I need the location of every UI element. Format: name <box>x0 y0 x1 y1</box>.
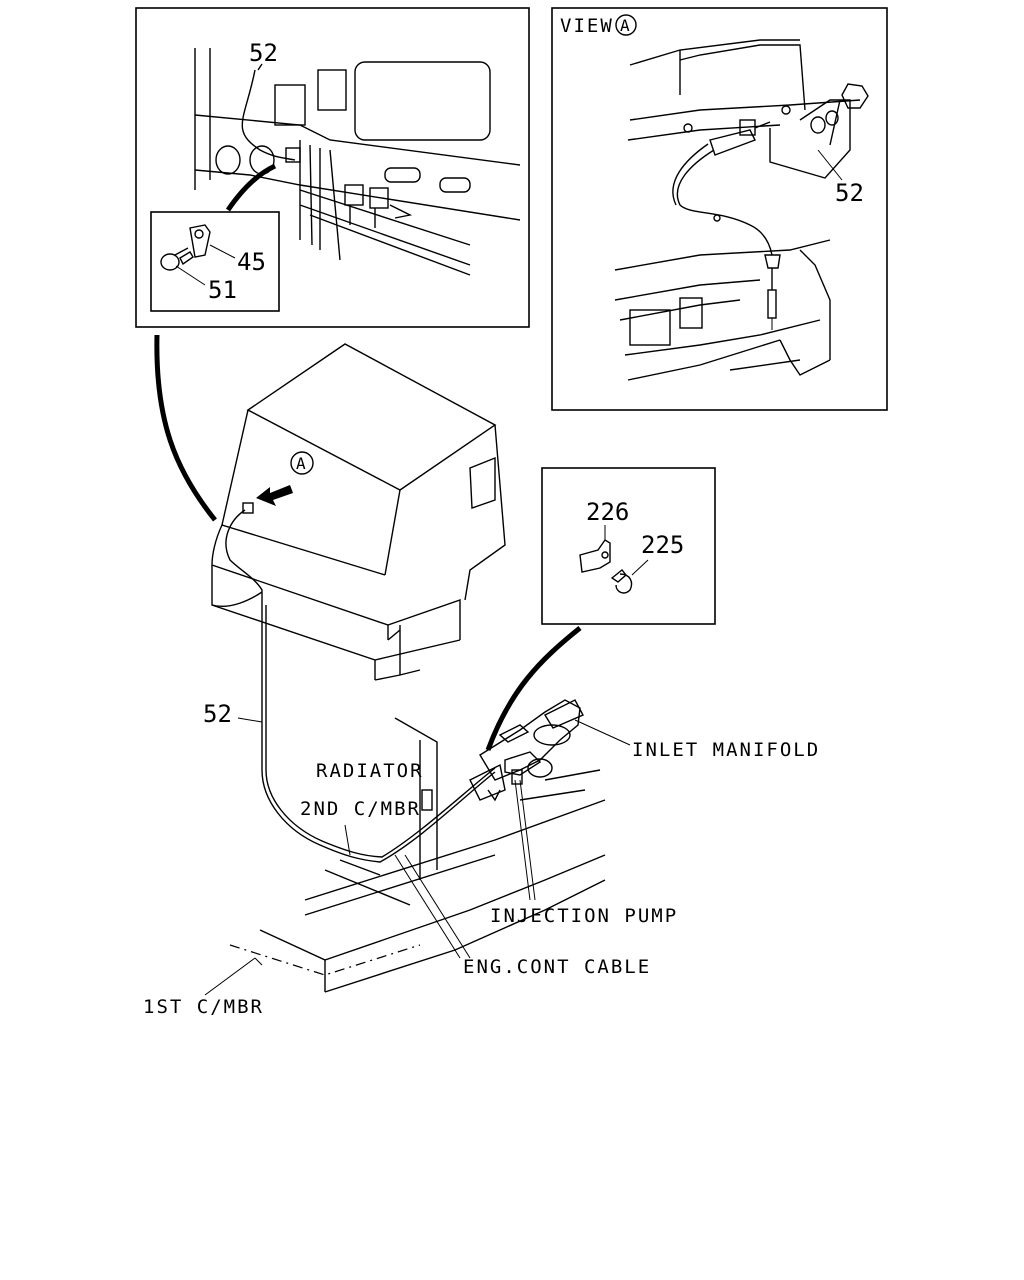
cab-drawing: A <box>211 343 506 681</box>
inset-top-left: 52 45 51 <box>135 7 530 328</box>
engine-control-cable: 52 <box>203 605 496 863</box>
label-eng-cont-cable: ENG.CONT CABLE <box>463 956 651 978</box>
view-marker-icon <box>615 14 637 36</box>
label-first-crossmember: 1ST C/MBR <box>143 996 264 1018</box>
label-bracket-226: 226 <box>586 498 629 526</box>
label-bolt-225: 225 <box>641 531 684 559</box>
inset-bracket: 226 225 <box>541 467 716 625</box>
label-second-crossmember: 2ND C/MBR <box>300 798 421 820</box>
view-title: VIEW <box>560 15 614 37</box>
label-injection-pump: INJECTION PUMP <box>490 905 678 927</box>
view-marker-letter: A <box>620 16 630 35</box>
cab-marker-letter: A <box>296 454 306 473</box>
leader-inset-left <box>154 334 217 522</box>
label-bolt-51: 51 <box>208 276 237 304</box>
label-clip-45: 45 <box>237 248 266 276</box>
direction-arrow-icon <box>256 485 293 506</box>
cab-marker-icon <box>290 451 314 475</box>
label-cable-52: 52 <box>203 700 232 728</box>
leader-inset-bracket <box>485 626 582 751</box>
inset-view-a: VIEW A <box>551 7 888 411</box>
frame-drawing <box>204 699 631 996</box>
label-radiator: RADIATOR <box>316 760 424 782</box>
label-inlet-manifold: INLET MANIFOLD <box>632 739 820 761</box>
label-part-52-view: 52 <box>835 179 864 207</box>
label-part-52-inset: 52 <box>249 39 278 67</box>
